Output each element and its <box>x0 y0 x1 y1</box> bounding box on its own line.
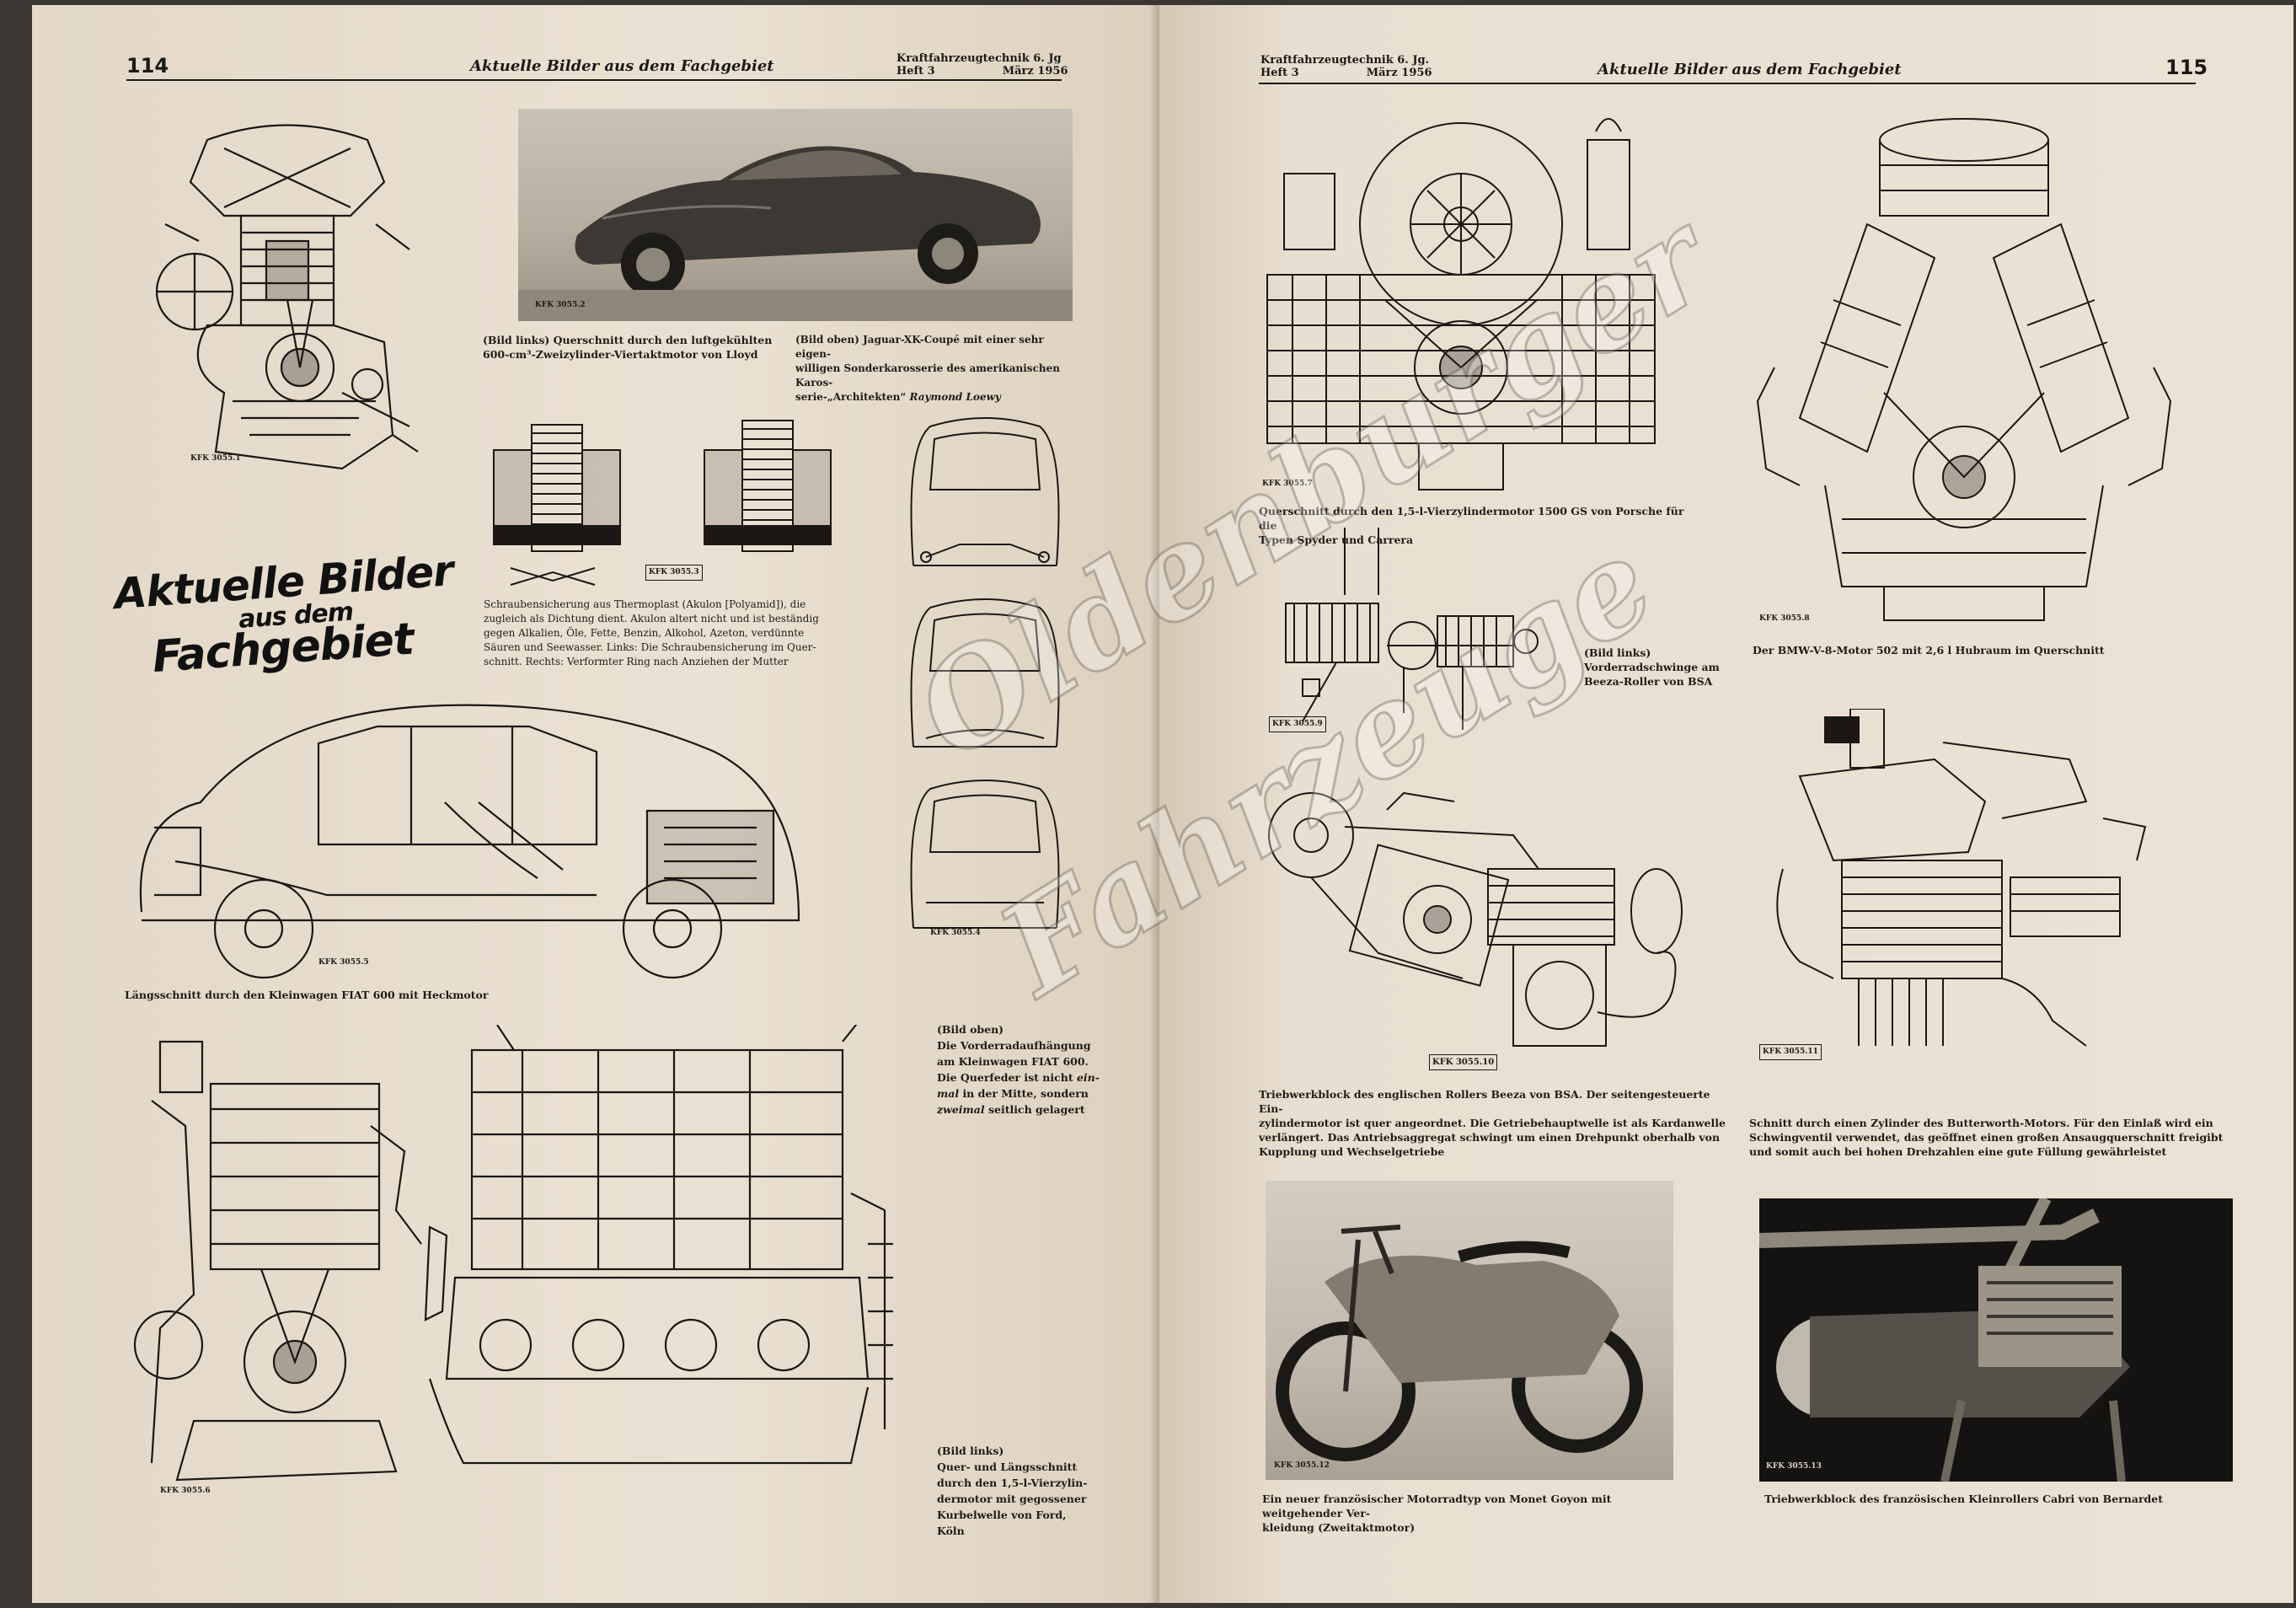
emphasis: ein- <box>1076 1071 1100 1084</box>
fig-label: KFK 3055.1 <box>190 454 241 463</box>
caption-butterworth: Schnitt durch einen Zylinder des Butterw… <box>1749 1116 2255 1159</box>
caption-jaguar: (Bild oben) Jaguar-XK-Coupé mit einer se… <box>795 333 1073 405</box>
fiat-600-section-figure: KFK 3055.5 <box>125 701 816 988</box>
emphasis: zweimal <box>937 1103 985 1116</box>
fig-label: KFK 3055.13 <box>1766 1462 1822 1471</box>
screw-lock-figure: KFK 3055.3 <box>485 416 881 593</box>
beeza-power-unit-figure: KFK 3055.10 <box>1260 776 1699 1080</box>
fig-label: KFK 3055.11 <box>1759 1044 1822 1060</box>
caption-front-suspension: (Bild oben) Die Vorderradaufhängung am K… <box>937 1021 1114 1118</box>
fig-label: KFK 3055.4 <box>930 929 981 937</box>
caption-line: Beeza-Roller von BSA <box>1584 675 1713 688</box>
caption-line: Die Querfeder ist nicht <box>937 1071 1073 1084</box>
caption-line: (Bild links) <box>937 1445 1004 1457</box>
caption-line: Die Vorderradaufhängung <box>937 1039 1091 1052</box>
caption-line: Vorderradschwinge am <box>1584 661 1720 673</box>
caption-bsa-fork: (Bild links) Vorderradschwinge am Beeza-… <box>1584 646 1753 689</box>
caption-line: am Kleinwagen FIAT 600. <box>937 1055 1089 1068</box>
header-rule-left <box>126 79 1062 81</box>
ford-engine-figure: KFK 3055.6 <box>126 1025 902 1514</box>
lloyd-engine-figure: KFK 3055.1 <box>131 115 443 485</box>
caption-line: (Bild oben) Jaguar-XK-Coupé mit einer se… <box>795 334 1044 360</box>
caption-line: serie-„Architekten“ <box>795 391 907 403</box>
caption-line: Schwingventil verwendet, das geöffnet ei… <box>1749 1131 2224 1144</box>
fig-label: KFK 3055.5 <box>318 958 369 967</box>
caption-line: Querschnitt durch den 1,5-l-Vierzylinder… <box>1259 505 1684 532</box>
caption-line: Kurbelwelle von Ford, <box>937 1509 1067 1521</box>
fig-label: KFK 3055.12 <box>1274 1461 1330 1470</box>
running-title-right: Aktuelle Bilder aus dem Fachgebiet <box>1598 61 1902 78</box>
left-page: 114 Aktuelle Bilder aus dem Fachgebiet K… <box>32 5 1159 1603</box>
caption-line: seitlich gelagert <box>988 1103 1085 1116</box>
caption-cabri: Triebwerkblock des französischen Kleinro… <box>1764 1493 2164 1505</box>
fig-label: KFK 3055.8 <box>1759 614 1810 623</box>
caption-line: in der Mitte, sondern <box>962 1087 1089 1100</box>
porsche-engine-figure: KFK 3055.7 <box>1259 106 1663 494</box>
caption-porsche: Querschnitt durch den 1,5-l-Vierzylinder… <box>1259 504 1697 547</box>
caption-line: Triebwerkblock des englischen Rollers Be… <box>1259 1088 1710 1115</box>
caption-line: kleidung (Zweitaktmotor) <box>1262 1521 1416 1534</box>
caption-lloyd: (Bild links) Querschnitt durch den luftg… <box>483 333 786 362</box>
fig-label: KFK 3055.7 <box>1262 480 1313 488</box>
header-rule-right <box>1259 83 2196 84</box>
journal-info-right: Kraftfahrzeugtechnik 6. Jg. Heft 3 März 1… <box>1260 54 1432 79</box>
issue: Heft 3 <box>896 65 935 78</box>
emphasis: mal <box>937 1087 960 1100</box>
caption-line: Quer- und Längsschnitt <box>937 1461 1078 1473</box>
caption-fiat-600: Längsschnitt durch den Kleinwagen FIAT 6… <box>125 989 489 1001</box>
caption-line: zugleich als Dichtung dient. Akulon alte… <box>484 613 819 624</box>
bmw-v8-figure: KFK 3055.8 <box>1749 115 2179 629</box>
caption-line: Köln <box>937 1525 965 1537</box>
fig-label: KFK 3055.6 <box>160 1487 211 1495</box>
caption-bmw: Der BMW-V-8-Motor 502 mit 2,6 l Hubraum … <box>1753 644 2105 657</box>
designer-name: Raymond Loewy <box>909 391 1001 403</box>
fiat-front-suspension-figures: KFK 3055.4 <box>896 414 1073 945</box>
magazine-spread: 114 Aktuelle Bilder aus dem Fachgebiet K… <box>32 5 2293 1603</box>
journal-name: Kraftfahrzeugtechnik 6. Jg. <box>1260 54 1430 67</box>
caption-line: (Bild links) Querschnitt durch den luftg… <box>483 334 773 346</box>
caption-line: Schraubensicherung aus Thermoplast (Akul… <box>484 598 806 610</box>
caption-line: schnitt. Rechts: Verformter Ring nach An… <box>484 656 789 667</box>
butterworth-cylinder-figure: KFK 3055.11 <box>1749 709 2154 1063</box>
cabri-power-unit-photo: KFK 3055.13 <box>1759 1198 2233 1482</box>
caption-monet-goyon: Ein neuer französischer Motorradtyp von … <box>1262 1492 1683 1535</box>
caption-line: und somit auch bei hohen Drehzahlen eine… <box>1749 1145 2167 1158</box>
issue-date: März 1956 <box>1366 67 1432 79</box>
fig-label: KFK 3055.9 <box>1269 716 1326 732</box>
caption-line: Kupplung und Wechselgetriebe <box>1259 1145 1445 1158</box>
fig-label: KFK 3055.3 <box>645 565 703 581</box>
caption-line: Typen Spyder und Carrera <box>1259 533 1414 546</box>
section-logo: Aktuelle Bilder aus dem Fachgebiet <box>113 546 459 685</box>
caption-line: Säuren und Seewasser. Links: Die Schraub… <box>484 641 816 653</box>
monet-goyon-photo: KFK 3055.12 <box>1266 1181 1673 1480</box>
journal-info-left: Kraftfahrzeugtechnik 6. Jg Heft 3 März 19… <box>896 52 1068 78</box>
fig-label: KFK 3055.2 <box>535 301 586 309</box>
bsa-front-fork-figure: KFK 3055.9 <box>1260 528 1547 738</box>
caption-line: willigen Sonderkarosserie des amerikanis… <box>795 362 1060 389</box>
running-title-left: Aktuelle Bilder aus dem Fachgebiet <box>470 57 774 75</box>
caption-line: (Bild oben) <box>937 1023 1004 1036</box>
issue-date: März 1956 <box>1002 65 1068 78</box>
page-number-left: 114 <box>126 54 169 78</box>
logo-line: Fachgebiet <box>150 614 415 683</box>
caption-line: zylindermotor ist quer angeordnet. Die G… <box>1259 1117 1726 1129</box>
page-number-right: 115 <box>2165 56 2208 79</box>
fig-label: KFK 3055.10 <box>1429 1054 1498 1070</box>
jaguar-coupe-photo: KFK 3055.2 <box>518 109 1073 321</box>
caption-line: durch den 1,5-l-Vierzylin- <box>937 1477 1088 1489</box>
caption-beeza: Triebwerkblock des englischen Rollers Be… <box>1259 1087 1731 1159</box>
caption-line: verlängert. Das Antriebsaggregat schwing… <box>1259 1131 1721 1144</box>
caption-line: gegen Alkalien, Öle, Fette, Benzin, Alko… <box>484 627 805 639</box>
caption-line: 600-cm³-Zweizylinder-Viertaktmotor von L… <box>483 348 758 361</box>
journal-name: Kraftfahrzeugtechnik 6. Jg <box>896 52 1062 65</box>
caption-line: (Bild links) <box>1584 646 1651 659</box>
caption-screw-lock: Schraubensicherung aus Thermoplast (Akul… <box>484 598 867 669</box>
caption-line: Schnitt durch einen Zylinder des Butterw… <box>1749 1117 2213 1129</box>
caption-ford-engine: (Bild links) Quer- und Längsschnitt durc… <box>937 1443 1122 1539</box>
right-page: Kraftfahrzeugtechnik 6. Jg. Heft 3 März 1… <box>1159 5 2293 1603</box>
caption-line: Ein neuer französischer Motorradtyp von … <box>1262 1493 1612 1520</box>
issue: Heft 3 <box>1260 67 1299 79</box>
caption-line: dermotor mit gegossener <box>937 1493 1087 1505</box>
